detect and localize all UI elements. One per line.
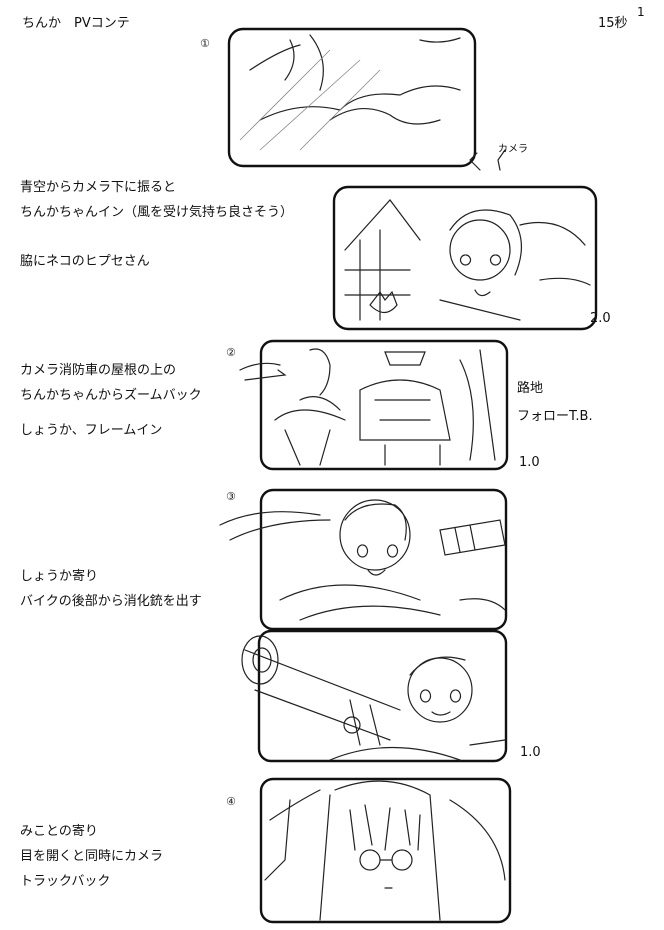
cut3-time: 1.0 (520, 745, 541, 760)
cut1-note-2: ちんかちゃんイン（風を受け気持ち良さそう） (20, 205, 294, 220)
cut2-note-1: カメラ消防車の屋根の上の (20, 363, 177, 378)
panel-cut3-shoka (219, 488, 508, 631)
cut2-time: 1.0 (519, 455, 540, 470)
panel-cut2-firetruck (239, 339, 509, 471)
panel-cut1-sky (227, 27, 477, 168)
cut2-note-2: ちんかちゃんからズームバック (20, 388, 202, 403)
cut1-time: 2.0 (590, 311, 611, 326)
cut2-side-note-1: 路地 (517, 381, 544, 396)
camera-label: カメラ (498, 144, 528, 155)
cut3-note-2: バイクの後部から消化銃を出す (20, 594, 202, 609)
cut2-note-3: しょうか、フレームイン (20, 423, 163, 438)
panel-cut1-character (332, 185, 598, 331)
cut-number-3: ③ (226, 490, 236, 503)
cut1-note-1: 青空からカメラ下に振ると (20, 180, 177, 195)
cut4-note-3: トラックバック (20, 874, 111, 889)
cut1-note-3: 脇にネコのヒプセさん (20, 254, 150, 269)
cut3-note-1: しょうか寄り (20, 569, 99, 584)
cut2-side-note-2: フォローT.B. (517, 409, 593, 424)
cut4-note-1: みことの寄り (20, 824, 98, 839)
cut-number-2: ② (226, 346, 236, 359)
document-title: ちんか PVコンテ (22, 16, 130, 31)
cut-number-4: ④ (226, 795, 236, 808)
panel-cut4-mikoto (259, 777, 512, 924)
total-duration: 15秒 (598, 16, 628, 31)
cut-number-1: ① (200, 37, 210, 50)
cut4-note-2: 目を開くと同時にカメラ (20, 849, 164, 864)
camera-pan-arrow (469, 149, 506, 171)
page-number: 1 (637, 5, 645, 19)
panel-cut3-extinguisher (241, 629, 508, 763)
